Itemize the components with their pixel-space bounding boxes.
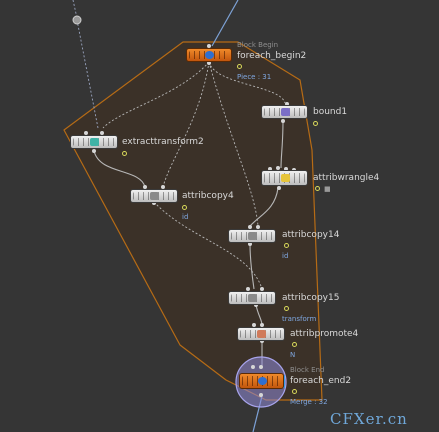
foreach-end2-info: Merge : 32 [290,398,328,406]
bound-icon [280,108,290,116]
attribcopy4-label[interactable]: attribcopy4 [182,191,234,201]
wire-input-blue [211,0,239,47]
display-flag-icon[interactable] [237,64,242,69]
node-connector-dot[interactable] [246,287,250,291]
node-connector-dot[interactable] [207,44,211,48]
node-connector-dot[interactable] [207,61,211,65]
display-flag-icon[interactable] [122,151,127,156]
node-connector-dot[interactable] [259,393,263,397]
node-attribpromote4[interactable] [237,327,285,341]
node-extracttransform2[interactable] [70,135,118,149]
node-connector-dot[interactable] [281,119,285,123]
dotted-wires [102,61,286,290]
display-flag-icon[interactable] [313,121,318,126]
node-connector-dot[interactable] [161,185,165,189]
node-connector-dot[interactable] [256,225,260,229]
display-flag-icon[interactable] [292,389,297,394]
node-attribcopy14[interactable] [228,229,276,243]
extracttransform2-label[interactable]: extracttransform2 [122,137,204,147]
display-flag-icon[interactable] [315,186,320,191]
node-connector-dot[interactable] [259,365,263,369]
foreach-begin2-caption: Block Begin [237,41,279,49]
node-connector-dot[interactable] [252,323,256,327]
node-connector-dot[interactable] [84,131,88,135]
node-connector-dot[interactable] [143,185,147,189]
display-flag-icon[interactable] [182,205,187,210]
extract-transform-icon [90,138,99,146]
node-foreach-end2[interactable] [239,373,284,389]
foreach-block-region [63,41,323,401]
node-bound1[interactable] [261,105,308,119]
attribcopy15-info: transform [282,315,317,323]
lock-icon[interactable]: ■ [324,185,331,193]
attrib-copy-icon [248,232,257,240]
foreach-begin-icon [205,51,214,59]
display-flag-icon[interactable] [284,243,289,248]
watermark: CFXer.cn [330,410,408,428]
attribpromote4-info: N [290,351,296,359]
display-flag-icon[interactable] [292,342,297,347]
node-attribcopy15[interactable] [228,291,276,305]
display-flag-icon[interactable] [284,306,289,311]
foreach-begin2-label[interactable]: foreach_begin2 [237,51,307,61]
wire-upstream-dotted [76,19,99,129]
attrib-copy-icon [248,294,257,302]
wire-upstream-top [72,0,78,19]
foreach-end2-caption: Block End [290,366,325,374]
bound1-label[interactable]: bound1 [313,107,348,117]
node-connector-dot[interactable] [248,242,252,246]
node-attribcopy4[interactable] [130,189,178,203]
attribwrangle4-label[interactable]: attribwrangle4 [313,173,380,183]
foreach-begin2-info: Piece : 31 [237,73,272,81]
attribpromote4-label[interactable]: attribpromote4 [290,329,359,339]
node-foreach-begin2[interactable] [186,48,232,62]
node-connector-dot[interactable] [260,287,264,291]
foreach-end2-label[interactable]: foreach_end2 [290,376,352,386]
wrangle-icon [280,174,290,182]
node-connector-dot[interactable] [260,323,264,327]
attrib-copy-icon [150,192,159,200]
attribcopy14-label[interactable]: attribcopy14 [282,230,340,240]
attribcopy14-info: id [282,252,289,260]
attribcopy4-info: id [182,213,189,221]
node-connector-dot[interactable] [100,131,104,135]
node-attribwrangle4[interactable] [261,170,308,186]
node-connector-dot[interactable] [92,149,96,153]
attrib-promote-icon [257,330,266,338]
node-connector-dot[interactable] [277,186,281,190]
node-connector-dot[interactable] [251,365,255,369]
attribcopy15-label[interactable]: attribcopy15 [282,293,340,303]
node-connector-dot[interactable] [276,166,280,170]
foreach-end-icon [257,377,267,385]
upstream-dot[interactable] [72,15,82,25]
node-connector-dot[interactable] [248,225,252,229]
